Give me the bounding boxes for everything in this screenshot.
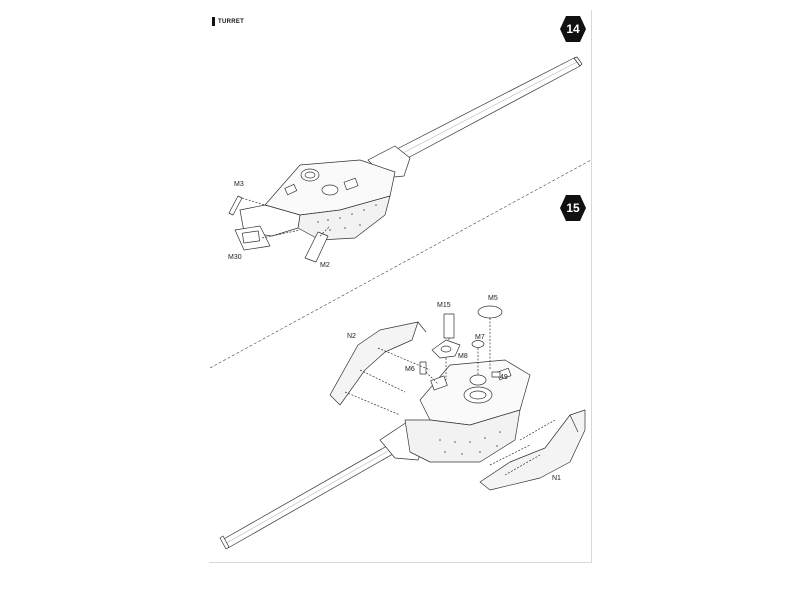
part-m15 [443, 313, 455, 339]
step-15-drawing [219, 305, 586, 550]
label-n1: N1 [552, 475, 561, 482]
hexagon-badge-icon [560, 195, 586, 221]
part-m6 [419, 361, 427, 375]
label-n2: N2 [347, 333, 356, 340]
cupola-ring [469, 374, 487, 386]
step-14-drawing [228, 56, 583, 263]
step-15-badge: 15 [559, 194, 587, 222]
label-m8: M8 [458, 353, 468, 360]
label-m2: M2 [320, 262, 330, 269]
label-m30: M30 [228, 254, 242, 261]
turret-side [297, 195, 391, 241]
section-marker [212, 17, 215, 26]
label-m15: M15 [437, 302, 451, 309]
part-m7 [471, 340, 485, 348]
label-m6: M6 [405, 366, 415, 373]
part-n2 [329, 321, 419, 406]
part-m2 [304, 231, 329, 263]
label-m3: M3 [234, 181, 244, 188]
label-m5: M5 [488, 295, 498, 302]
step-divider [209, 159, 592, 369]
periscope [343, 177, 359, 191]
section-header: TURRET [212, 17, 244, 26]
part-49 [491, 371, 501, 378]
step-number: 15 [566, 201, 580, 215]
hexagon-badge-icon [560, 16, 586, 42]
part-m5 [477, 305, 503, 319]
part-n1 [479, 409, 586, 491]
label-49: 49 [500, 374, 508, 381]
turret-side [404, 409, 521, 463]
step-number: 14 [566, 22, 580, 36]
gun-barrel [394, 57, 581, 161]
section-title: TURRET [218, 18, 245, 25]
step-14-badge: 14 [559, 15, 587, 43]
label-m7: M7 [475, 334, 485, 341]
loader-hatch [321, 184, 339, 196]
